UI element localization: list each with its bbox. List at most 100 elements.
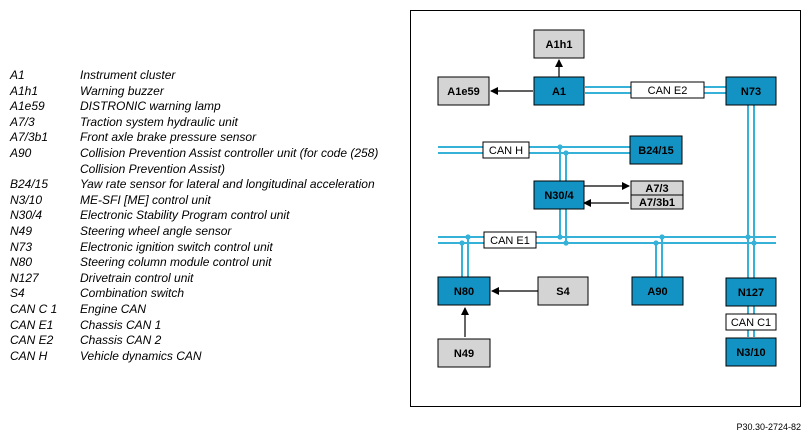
legend-code: CAN E2 [10,333,54,348]
legend-description: ME-SFI [ME] control unit [80,192,211,207]
module-a90: A90 [631,276,684,306]
bus-label-can-e1: CAN E1 [483,231,537,249]
junction-dot [745,234,751,240]
module-a1h1: A1h1 [533,29,585,59]
legend-code: N73 [10,239,33,254]
legend-code: S4 [10,286,25,301]
legend-description: DISTRONIC warning lamp [80,99,221,114]
legend-description: Combination switch [80,286,185,301]
legend-code: A90 [10,145,32,160]
bus-label-text: CAN E2 [648,85,688,97]
legend-description: Electronic Stability Program control uni… [80,208,290,223]
legend-description: Chassis CAN 1 [80,317,162,332]
legend-description: Engine CAN [80,301,147,316]
module-label: B24/15 [638,145,673,157]
bus-label-can-h: CAN H [482,141,530,159]
legend-description: Collision Prevention Assist controller u… [80,145,379,176]
module-n30-4: N30/4 [533,180,585,210]
module-label: N30/4 [544,190,574,202]
junction-dot [653,240,659,246]
bus-label-can-c1: CAN C1 [725,313,777,331]
signal-arrows [461,59,630,337]
module-label: N3/10 [736,347,765,359]
legend-description: Instrument cluster [80,68,176,82]
legend-code: A1h1 [10,83,39,98]
legend-row: S4 Combination switch [10,286,390,302]
junction-dot [465,234,471,240]
module-label: N73 [741,86,761,98]
bus-label-text: CAN E1 [490,235,530,247]
legend-row: N49 Steering wheel angle sensor [10,224,390,240]
legend-description: Drivetrain control unit [80,270,194,285]
legend-code: CAN H [10,348,48,363]
junction-dot [557,144,563,150]
module-label: N80 [454,286,474,298]
bus-junctions [459,144,757,246]
legend-code: N80 [10,255,33,270]
module-label: A90 [647,286,667,298]
legend-row: N30/4 Electronic Stability Program contro… [10,208,390,224]
legend-row: A90 Collision Prevention Assist controlle… [10,146,390,177]
module-a7-3: A7/3 [630,180,684,196]
bus-label-can-e2: CAN E2 [630,81,705,99]
legend-description: Electronic ignition switch control unit [80,239,273,254]
module-n127: N127 [725,277,777,307]
module-s4: S4 [537,276,589,306]
module-label: A7/3b1 [639,197,675,209]
figure-reference: P30.30-2724-82 [736,422,801,432]
legend-code: A7/3b1 [10,130,49,145]
legend-description: Traction system hydraulic unit [80,114,238,129]
module-n73: N73 [725,76,777,106]
legend-row: N127 Drivetrain control unit [10,271,390,287]
module-label: A1e59 [447,86,479,98]
junction-dot [563,150,569,156]
legend-code: N127 [10,270,39,285]
can-network-diagram: CAN E2 CAN H CAN E1 CAN C1 A1h1 A1e59 A7… [437,29,777,368]
legend-code: A7/3 [10,114,35,129]
module-b24-15: B24/15 [629,135,683,165]
module-label: A7/3 [645,183,668,195]
legend-code: A1 [10,68,25,82]
legend-code: CAN E1 [10,317,54,332]
legend-code: CAN C 1 [10,301,58,316]
module-label: N127 [738,287,764,299]
diagram-frame [410,10,801,407]
legend-row: N3/10 ME-SFI [ME] control unit [10,193,390,209]
legend-code: A1e59 [10,99,45,114]
module-label: A1h1 [546,39,573,51]
module-a7-3b1: A7/3b1 [630,194,684,210]
module-label: S4 [556,286,570,298]
legend-row: A7/3b1 Front axle brake pressure sensor [10,130,390,146]
legend-description: Steering column module control unit [80,255,272,270]
junction-dot [557,234,563,240]
legend-description: Vehicle dynamics CAN [80,348,202,363]
module-n3-10: N3/10 [725,337,777,367]
legend-row: CAN C 1 Engine CAN [10,302,390,318]
legend-description: Steering wheel angle sensor [80,223,232,238]
legend-row: A7/3 Traction system hydraulic unit [10,115,390,131]
legend-row: A1 Instrument cluster [10,68,390,84]
junction-dot [459,240,465,246]
legend-description: Chassis CAN 2 [80,333,162,348]
junction-dot [563,240,569,246]
legend-row: CAN H Vehicle dynamics CAN [10,349,390,365]
bus-label-text: CAN H [489,145,523,157]
legend-description: Yaw rate sensor for lateral and longitud… [80,177,375,192]
legend-row: CAN E2 Chassis CAN 2 [10,333,390,349]
junction-dot [659,234,665,240]
legend-row: N80 Steering column module control unit [10,255,390,271]
legend-code: N3/10 [10,192,43,207]
legend-code: N30/4 [10,208,43,223]
module-a1: A1 [533,76,585,106]
legend-row: CAN E1 Chassis CAN 1 [10,318,390,334]
legend-code: N49 [10,223,33,238]
module-label: N49 [454,348,474,360]
legend-description: Front axle brake pressure sensor [80,130,257,145]
module-n49: N49 [437,338,491,368]
junction-dot [751,240,757,246]
legend-row: A1e59 DISTRONIC warning lamp [10,99,390,115]
bus-label-text: CAN C1 [731,317,771,329]
